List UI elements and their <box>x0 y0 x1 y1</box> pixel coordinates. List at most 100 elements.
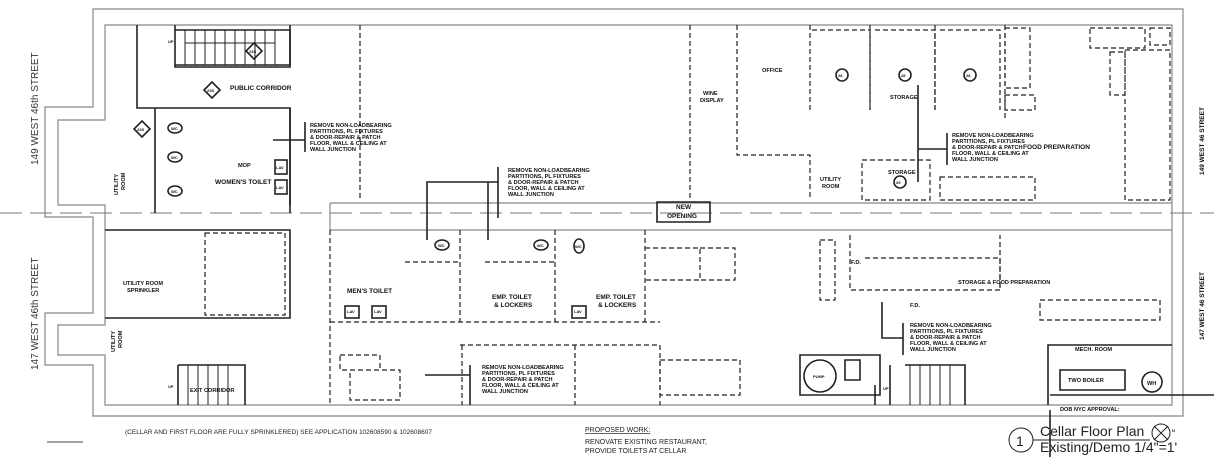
demo-note-5: REMOVE NON-LOADBEARING PARTITIONS, PL FI… <box>881 302 992 355</box>
room-label-wine: WINE <box>703 91 718 97</box>
room-label-utility-sprinkler: UTILITY ROOM <box>123 281 163 287</box>
wc-fixture: WC <box>171 155 178 160</box>
street-label-left-top: 149 WEST 46th STREET <box>30 52 41 165</box>
note-line: & DOOR-REPAIR & PATCH <box>952 145 1023 151</box>
fd-label-2: F.D. <box>910 303 920 309</box>
room-label-mech: MECH. ROOM <box>1075 347 1112 353</box>
demo-note-1: REMOVE NON-LOADBEARING PARTITIONS, PL FI… <box>273 122 392 153</box>
drawing-scale: Existing/Demo 1/4"=1' <box>1040 439 1177 455</box>
room-label-storage-food-prep: STORAGE & FOOD PREPARATION <box>958 280 1050 286</box>
note-line: FLOOR, WALL & CEILING AT <box>508 186 585 192</box>
new-opening-label: NEW <box>676 204 692 211</box>
room-label-emp-lockers-2: & LOCKERS <box>598 302 637 309</box>
note-line: REMOVE NON-LOADBEARING <box>482 365 564 371</box>
lav-fixture: LAV <box>276 185 284 190</box>
note-line: WALL JUNCTION <box>310 147 356 153</box>
note-line: FLOOR, WALL & CEILING AT <box>482 383 559 389</box>
room-label-storage-1: STORAGE <box>890 95 918 101</box>
tag-23s: 23S <box>137 127 144 132</box>
north-arrow-icon: N <box>1151 423 1175 443</box>
demo-note-3: REMOVE NON-LOADBEARING PARTITIONS, PL FI… <box>917 85 1034 182</box>
room-label-utility-sprinkler-2: SPRINKLER <box>127 288 159 294</box>
note-line: REMOVE NON-LOADBEARING <box>910 323 992 329</box>
note-line: PARTITIONS, PL FIXTURES <box>482 371 555 377</box>
fd-label-1: F.D. <box>851 260 861 266</box>
proposed-work-line: PROVIDE TOILETS AT CELLAR <box>585 448 686 455</box>
room-label-mens-toilet: MEN'S TOILET <box>347 288 392 295</box>
fixtures: WC WC WC WC WC WC LAV LAV LAV LAV LAV <box>167 122 587 319</box>
note-line: & DOOR-REPAIR & PATCH <box>910 335 981 341</box>
tag-23s: 23S <box>249 49 256 54</box>
wc-fixture: WC <box>438 243 445 248</box>
note-line: WALL JUNCTION <box>952 157 998 163</box>
tags: 28 28 28 29 23S 23S 23S <box>132 41 977 189</box>
dob-approval-label: DOB NYC APPROVAL: <box>1060 407 1120 413</box>
up-label-1: UP <box>168 39 174 44</box>
room-label-two-boiler: TWO BOILER <box>1068 378 1104 384</box>
note-line: & DOOR-REPAIR & PATCH <box>508 180 579 186</box>
demo-note-4: REMOVE NON-LOADBEARING PARTITIONS, PL FI… <box>425 365 564 405</box>
lav-fixture: LAV <box>374 309 382 314</box>
drawing-number: 1 <box>1016 433 1024 449</box>
tag-23s: 23S <box>207 88 214 93</box>
building-outline <box>0 8 1214 417</box>
note-line: WALL JUNCTION <box>508 192 554 198</box>
drawing-title: Cellar Floor Plan <box>1040 423 1144 439</box>
wc-fixture: WC <box>171 126 178 131</box>
note-line: FLOOR, WALL & CEILING AT <box>310 141 387 147</box>
tag-28: 28 <box>966 73 971 78</box>
lav-fixture: LAV <box>574 309 582 314</box>
room-label-wh: WH <box>1147 381 1156 387</box>
wc-fixture: WC <box>537 243 544 248</box>
wc-fixture: WC <box>575 244 582 249</box>
note-line: FLOOR, WALL & CEILING AT <box>952 151 1029 157</box>
room-label-food-preparation: FOOD PREPARATION <box>1023 144 1090 151</box>
tag-28: 28 <box>838 73 843 78</box>
room-label-utility-top: UTILITY <box>114 174 120 195</box>
wc-fixture: WC <box>171 189 178 194</box>
lav-fixture: LAV <box>347 309 355 314</box>
room-label-utility-bottom: UTILITY <box>111 331 117 352</box>
room-label-pump: PUMP <box>813 374 825 379</box>
note-line: & DOOR-REPAIR & PATCH <box>310 135 381 141</box>
north-label: N <box>1172 428 1175 433</box>
room-label-utility-bottom-2: ROOM <box>118 330 124 348</box>
room-label-emp-toilet-1: EMP. TOILET <box>492 294 532 301</box>
room-label-display: DISPLAY <box>700 98 724 104</box>
note-line: REMOVE NON-LOADBEARING <box>310 123 392 129</box>
sprinkler-note: (CELLAR AND FIRST FLOOR ARE FULLY SPRINK… <box>125 429 432 436</box>
new-opening-label-2: OPENING <box>667 213 697 220</box>
title-block: 1 Cellar Floor Plan Existing/Demo 1/4"=1… <box>1008 423 1177 455</box>
walls-bottom <box>105 229 1214 457</box>
room-label-womens-toilet: WOMEN'S TOILET <box>215 179 271 186</box>
room-label-mop: MOP <box>238 163 251 169</box>
note-line: FLOOR, WALL & CEILING AT <box>910 341 987 347</box>
note-line: PARTITIONS, PL FIXTURES <box>508 174 581 180</box>
room-label-utility-right-2: ROOM <box>822 184 840 190</box>
street-label-left-bottom: 147 WEST 46th STREET <box>30 257 41 370</box>
room-label-public-corridor: PUBLIC CORRIDOR <box>230 85 292 92</box>
note-line: REMOVE NON-LOADBEARING <box>952 133 1034 139</box>
room-label-office: OFFICE <box>762 68 783 74</box>
street-label-right-bottom: 147 WEST 46 STREET <box>1199 272 1206 340</box>
note-line: PARTITIONS, PL FIXTURES <box>952 139 1025 145</box>
note-line: PARTITIONS, PL FIXTURES <box>910 329 983 335</box>
room-label-emp-toilet-2: EMP. TOILET <box>596 294 636 301</box>
room-label-utility-top-2: ROOM <box>121 172 127 190</box>
walls-top <box>136 25 1171 213</box>
demo-note-2: REMOVE NON-LOADBEARING PARTITIONS, PL FI… <box>426 167 590 240</box>
note-line: PARTITIONS, PL FIXTURES <box>310 129 383 135</box>
note-line: WALL JUNCTION <box>482 389 528 395</box>
lav-fixture: LAV <box>276 165 284 170</box>
tag-29: 29 <box>896 180 901 185</box>
room-label-emp-lockers-1: & LOCKERS <box>494 302 533 309</box>
up-label-2: UP <box>168 384 174 389</box>
street-label-right-top: 149 WEST 46 STREET <box>1199 107 1206 175</box>
tag-28: 28 <box>901 73 906 78</box>
room-label-exit-corridor: EXIT CORRIDOR <box>190 388 234 394</box>
room-label-utility-right: UTILITY <box>820 177 841 183</box>
proposed-work-line: RENOVATE EXISTING RESTAURANT, <box>585 439 707 446</box>
note-line: WALL JUNCTION <box>910 347 956 353</box>
up-label-3: UP <box>883 386 889 391</box>
